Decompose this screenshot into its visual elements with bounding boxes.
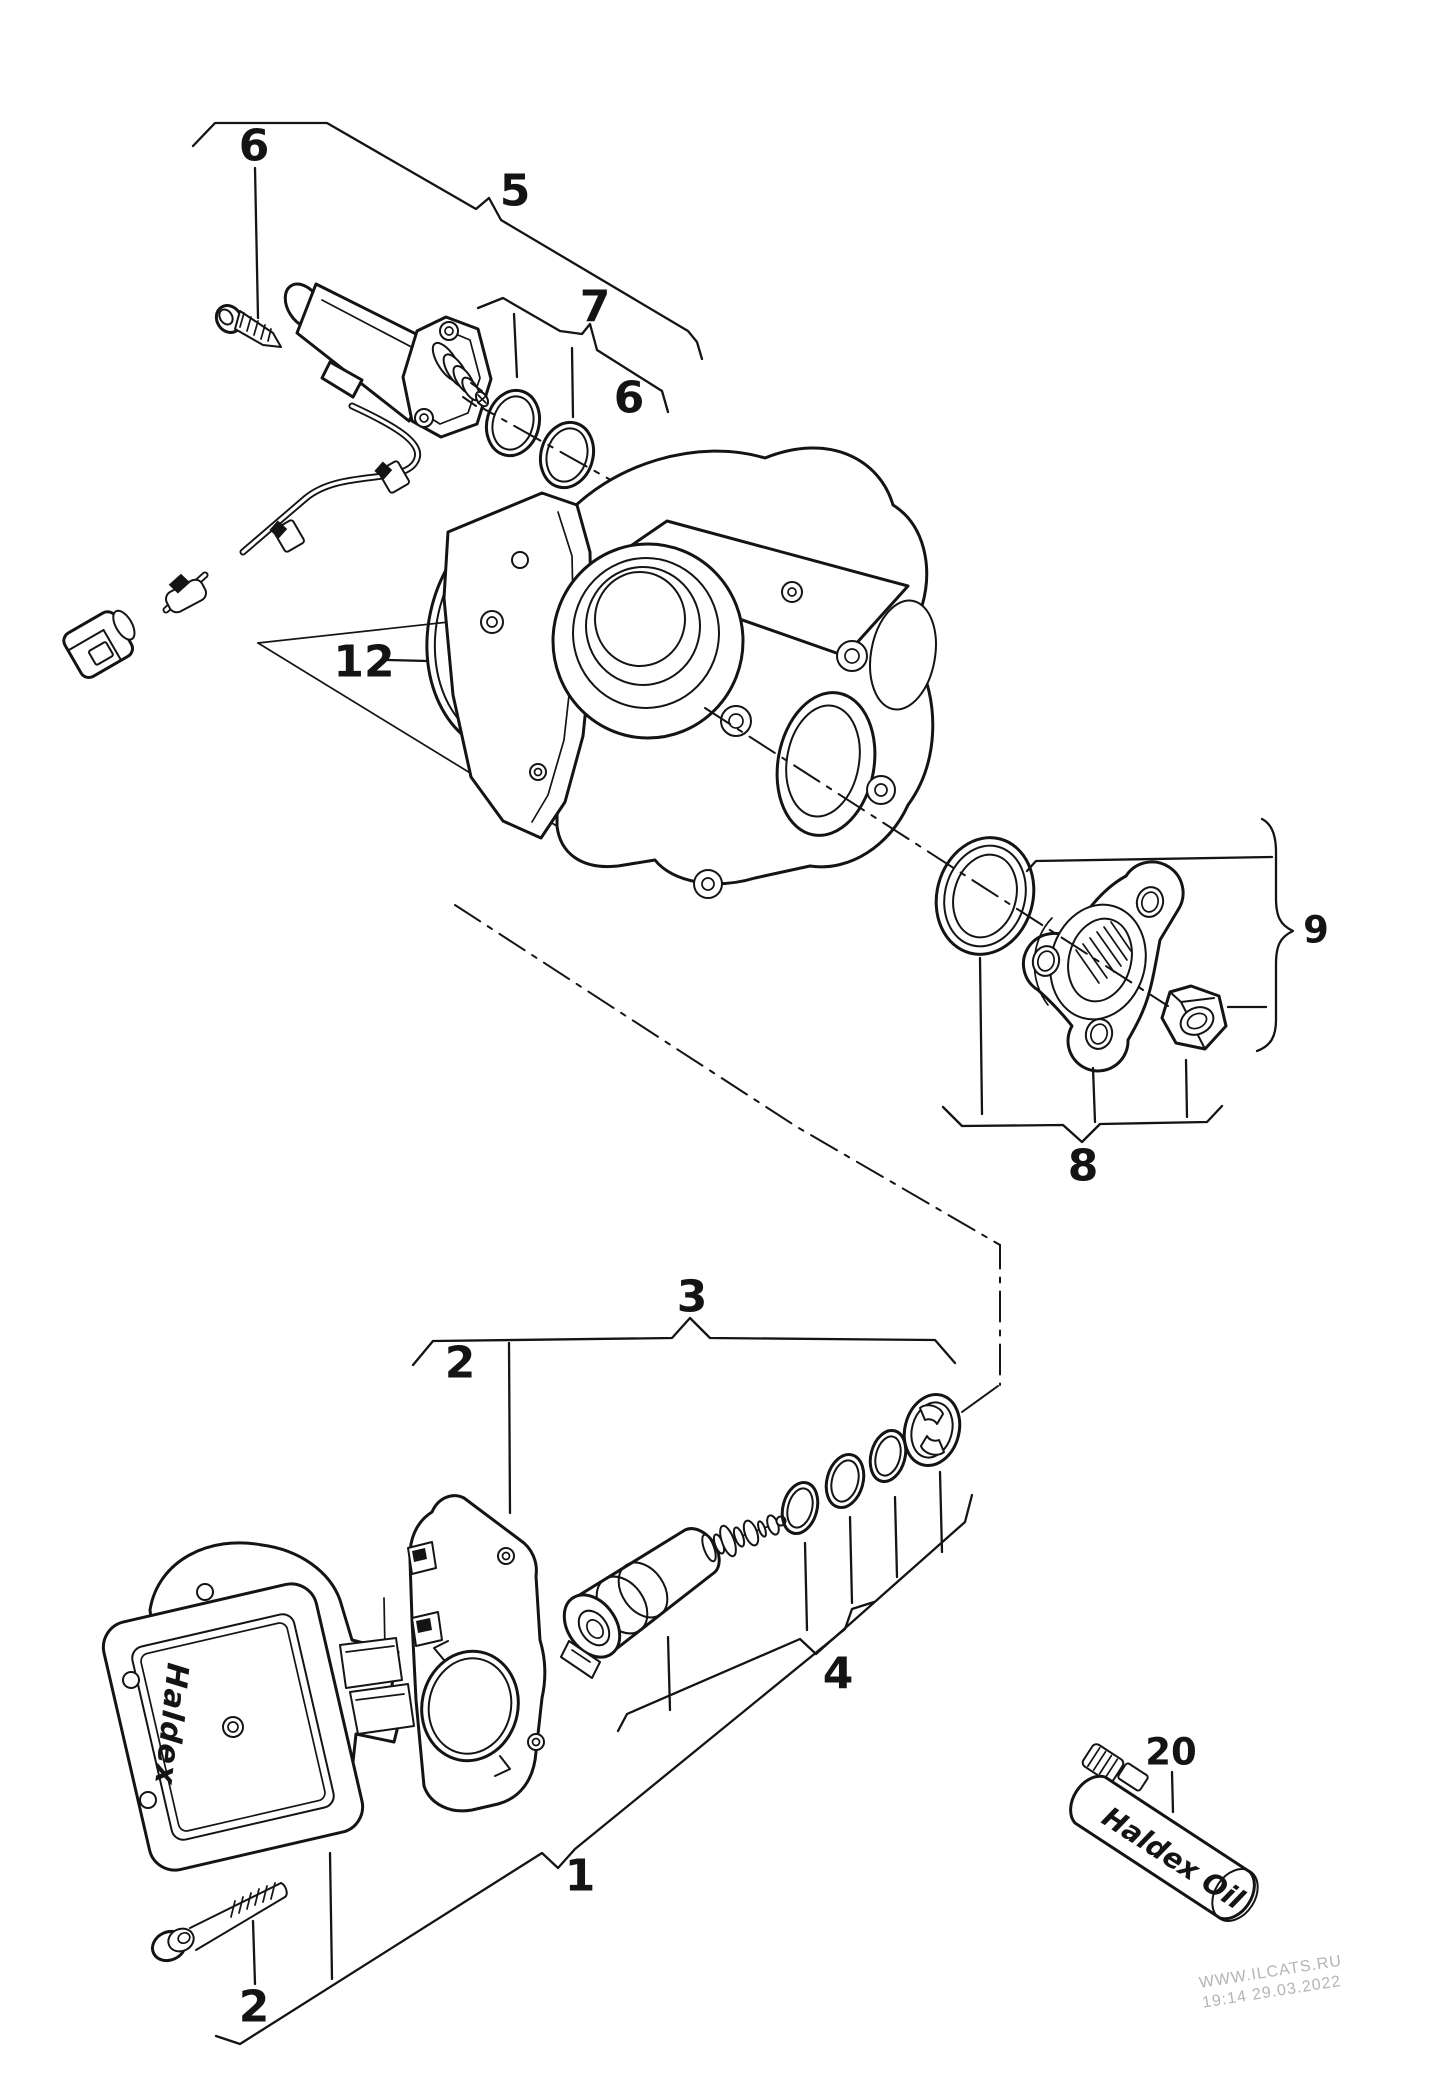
part-label-6-top: 6 — [239, 121, 270, 172]
oring-small-2 — [538, 420, 596, 490]
part-label-20: 20 — [1145, 1731, 1197, 1774]
filter-cover: Haldex — [101, 1541, 415, 1981]
cable-clip — [374, 460, 410, 494]
wiring-harness — [62, 402, 422, 679]
bracket-7 — [476, 296, 670, 419]
cable-connector — [62, 609, 136, 679]
part-label-5: 5 — [500, 166, 531, 217]
output-flange — [1021, 860, 1185, 1073]
housing-mounting-plate — [442, 491, 594, 840]
hex-nut — [1160, 984, 1228, 1051]
cover-bolt — [150, 1882, 288, 1986]
bracket-9 — [1025, 817, 1295, 1053]
gasket — [407, 1494, 547, 1813]
coupling-housing — [442, 446, 937, 899]
cable-grommet — [164, 573, 208, 614]
bracket-8 — [941, 956, 1224, 1144]
screw-top — [214, 304, 282, 348]
bracket-5 — [191, 121, 704, 361]
bracket-3 — [411, 1316, 957, 1515]
part-label-1: 1 — [565, 1851, 596, 1902]
part-label-6-oring: 6 — [614, 373, 645, 424]
part-label-2-gasket: 2 — [445, 1338, 476, 1389]
valve-plunger — [701, 1514, 787, 1563]
part-label-3: 3 — [677, 1272, 708, 1323]
shaft-seal — [934, 836, 1036, 956]
solenoid-valve — [560, 1514, 787, 1679]
cable-clip — [269, 519, 305, 553]
valve-oring-1 — [780, 1481, 820, 1535]
watermark: WWW.ILCATS.RU 19:14 29.03.2022 — [1198, 1953, 1343, 2012]
bracket-1 — [214, 1600, 876, 2046]
part-label-7: 7 — [580, 282, 611, 333]
part-label-9: 9 — [1303, 909, 1329, 952]
part-label-2-bolt: 2 — [239, 1982, 270, 2033]
oring-small-1 — [484, 388, 542, 458]
valve-oring-3 — [868, 1429, 908, 1483]
valve-oring-2 — [824, 1453, 866, 1509]
spline-hatching — [1075, 921, 1132, 984]
leader-6-top — [253, 166, 260, 320]
pump-motor-assembly — [283, 282, 493, 439]
center-line-output-axis — [704, 707, 1169, 1007]
part-label-4: 4 — [823, 1649, 854, 1700]
center-line-valve-axis — [454, 904, 1001, 1386]
leader-12 — [386, 658, 430, 663]
part-label-8: 8 — [1068, 1141, 1099, 1192]
part-label-12: 12 — [333, 637, 394, 688]
retaining-washer — [902, 1393, 962, 1467]
